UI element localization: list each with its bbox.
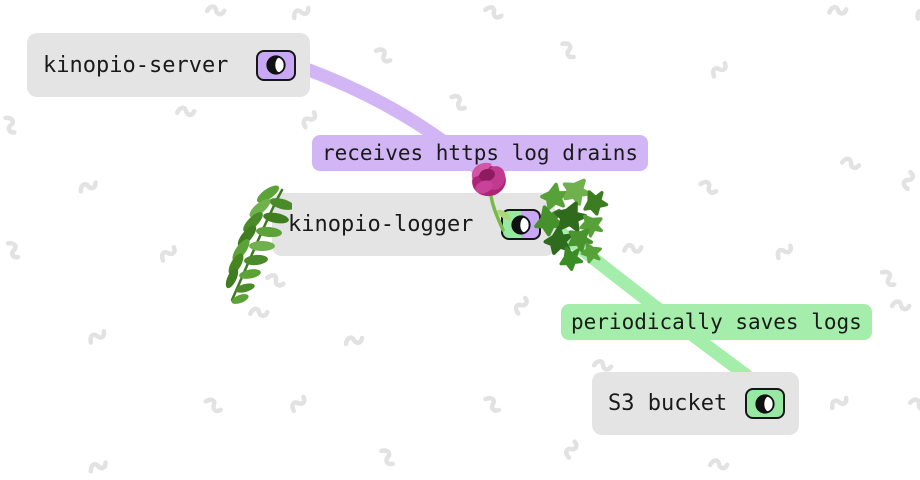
fern-leaves-sticker[interactable] [222,182,295,311]
card-title: S3 bucket [608,391,728,416]
card-badge-button[interactable] [256,49,296,81]
card-s3-bucket[interactable]: S3 bucket [592,372,799,435]
half-moon-icon [755,393,775,414]
card-title: kinopio-logger [288,212,474,237]
half-moon-icon [266,55,286,75]
ivy-leaves-sticker[interactable] [530,170,620,278]
card-title: kinopio-server [43,52,229,78]
card-badge-button[interactable] [501,209,541,240]
card-badge-button[interactable] [745,388,785,419]
flower-sticker[interactable] [462,160,517,239]
half-moon-icon [511,214,531,235]
card-kinopio-logger[interactable]: kinopio-logger [272,193,555,256]
connection-label-saves-logs[interactable]: periodically saves logs [561,304,872,340]
card-kinopio-server[interactable]: kinopio-server [27,33,310,97]
